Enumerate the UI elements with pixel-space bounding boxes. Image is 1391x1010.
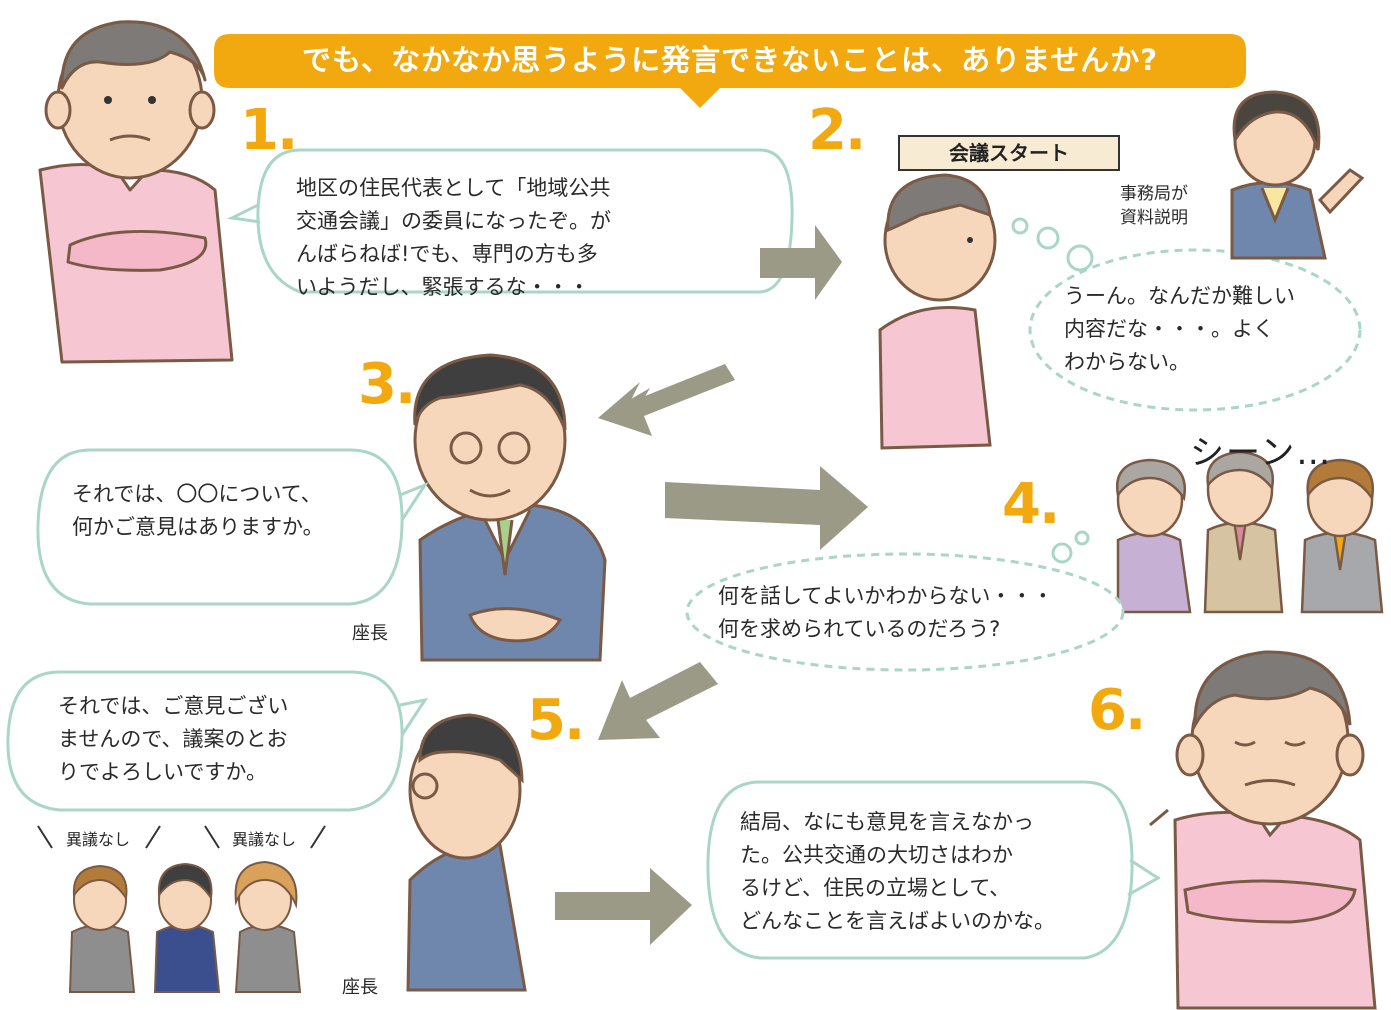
speech-bubble-6 [706, 780, 1161, 960]
chairman-label: 座長 [352, 623, 388, 644]
arrow-1-to-2 [760, 225, 842, 300]
speech-bubble-5 [6, 670, 429, 812]
thought-line: うーん。なんだか難しい [1064, 284, 1295, 308]
speech-line: 交通会議」の委員になったぞ。が [296, 209, 611, 233]
thought-line: わからない。 [1064, 350, 1190, 374]
thought-line: 内容だな・・・。よく [1064, 317, 1274, 341]
speech-text-3: それでは、〇〇について、 何かご意見はありますか。 [72, 478, 324, 544]
thought-bubble-2 [1028, 248, 1362, 412]
step-number-6: 6. [1088, 678, 1146, 743]
header-banner: でも、なかなか思うように発言できないことは、ありませんか? [215, 34, 1245, 86]
no-objection-label-2: 異議なし [232, 830, 297, 849]
chairman-profile-figure [406, 713, 527, 992]
no-objection-label-1: 異議なし [66, 830, 131, 849]
speech-line: た。公共交通の大切さはわか [740, 843, 1013, 867]
speech-line: るけど、住民の立場として、 [740, 876, 1011, 900]
meeting-start-label: 会議スタート [898, 135, 1120, 171]
chairman-figure [413, 353, 607, 662]
speech-text-6: 結局、なにも意見を言えなかっ た。公共交通の大切さはわか るけど、住民の立場とし… [740, 806, 1055, 938]
silent-participants-figure [1115, 450, 1384, 614]
thought-text-2: うーん。なんだか難しい 内容だな・・・。よく わからない。 [1064, 280, 1295, 379]
speech-line: 結局、なにも意見を言えなかっ [740, 810, 1034, 834]
chairman-label-2: 座長 [342, 977, 378, 998]
arrow-5-to-6 [555, 868, 692, 945]
step-number-1: 1. [240, 98, 298, 163]
thought-line: 何を求められているのだろう? [718, 617, 1001, 641]
thought-text-4: 何を話してよいかわからない・・・ 何を求められているのだろう? [718, 580, 1053, 646]
caption-line: 資料説明 [1120, 208, 1188, 228]
speech-line: それでは、〇〇について、 [72, 482, 322, 506]
resident-thinking-figure [878, 173, 997, 450]
speech-line: んばらねば!でも、専門の方も多 [296, 242, 598, 266]
step-number-3: 3. [358, 352, 416, 417]
step-number-4: 4. [1002, 472, 1060, 537]
speech-text-5: それでは、ご意見ござい ませんので、議案のとお りでよろしいですか。 [58, 690, 288, 789]
secretariat-caption: 事務局が 資料説明 [1120, 182, 1188, 230]
sweat-drop-icon [1149, 808, 1169, 827]
arrow-3-to-4 [665, 466, 868, 550]
caption-line: 事務局が [1120, 184, 1188, 204]
speech-line: ませんので、議案のとお [58, 727, 288, 751]
speech-bubble-1 [227, 148, 794, 294]
arrow-4-to-5 [598, 662, 718, 740]
secretariat-woman-figure [1230, 90, 1365, 260]
silence-sfx: シーン… [1190, 433, 1333, 473]
speech-line: りでよろしいですか。 [58, 760, 267, 784]
speech-text-1: 地区の住民代表として「地域公共 交通会議」の委員になったぞ。が んばらねば!でも… [296, 172, 611, 304]
speech-bubble-3 [36, 448, 429, 606]
speech-line: どんなことを言えばよいのかな。 [740, 909, 1055, 933]
resident-man-closed-eyes-figure [1173, 650, 1377, 1010]
speech-line: それでは、ご意見ござい [58, 694, 289, 718]
step-number-2: 2. [808, 98, 866, 163]
banner-shape [214, 34, 1246, 108]
thought-bubble-4 [685, 552, 1125, 672]
no-objection-participants-figure [68, 860, 302, 993]
step-number-5: 5. [527, 688, 585, 753]
speech-line: 地区の住民代表として「地域公共 [296, 176, 611, 200]
thought-line: 何を話してよいかわからない・・・ [718, 584, 1054, 608]
banner-title: でも、なかなか思うように発言できないことは、ありませんか? [301, 43, 1159, 77]
speech-line: 何かご意見はありますか。 [72, 515, 324, 539]
speech-line: いようだし、緊張するな・・・ [296, 275, 590, 299]
resident-man-figure [38, 20, 234, 364]
